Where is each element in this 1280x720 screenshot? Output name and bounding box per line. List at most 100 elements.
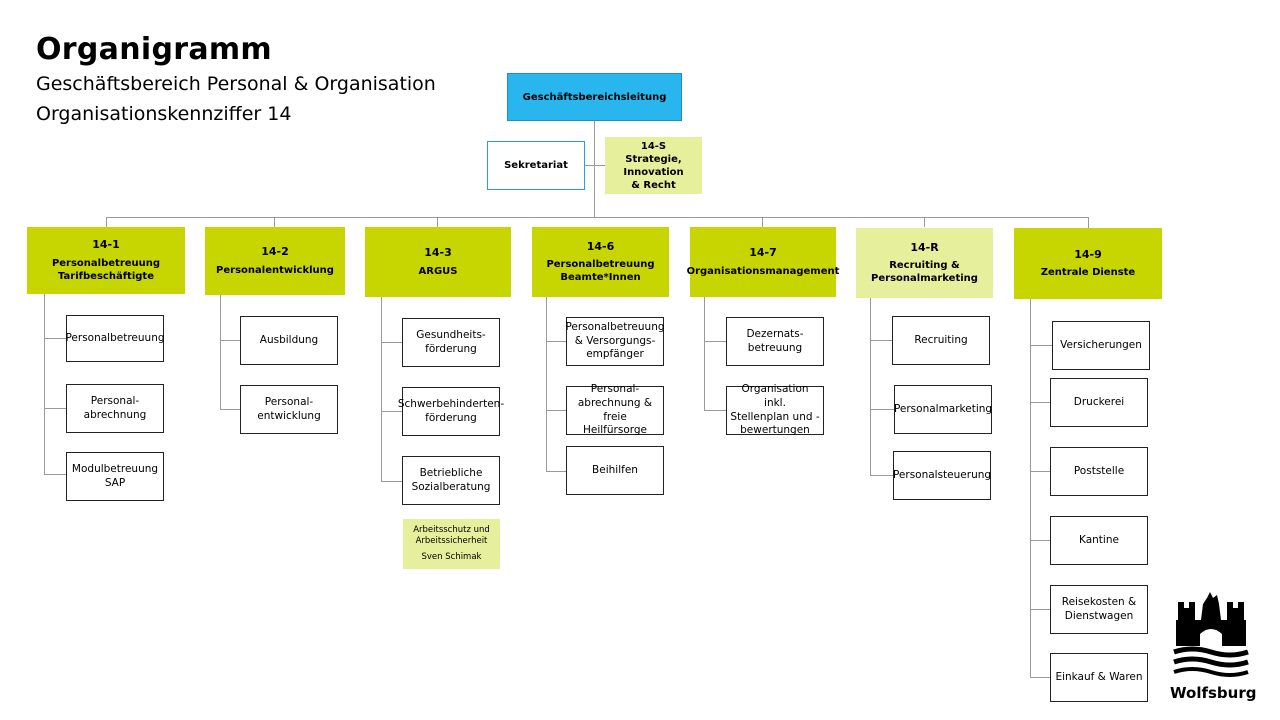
department-code: 14-1 xyxy=(92,238,120,252)
department-box-14-7: 14-7 Organisationsmanagement xyxy=(687,227,839,297)
connector-unit-tick xyxy=(381,411,402,412)
department-label: Personalentwicklung xyxy=(216,264,334,276)
note-label: Arbeitsschutz und xyxy=(413,525,490,536)
unit-box: Personalbetreuung & Versorgungs- empfäng… xyxy=(565,317,665,366)
connector-unit-spine xyxy=(44,294,45,474)
department-label: Beamte*Innen xyxy=(560,272,641,284)
unit-label: Gesundheits- xyxy=(416,328,486,341)
unit-label: Einkauf & Waren xyxy=(1055,670,1143,683)
unit-label: Personal- xyxy=(264,395,314,408)
connector-unit-tick xyxy=(1030,540,1050,541)
wolfsburg-logo: Wolfsburg xyxy=(1170,590,1257,702)
connector-unit-tick xyxy=(704,341,726,342)
unit-label: Sozialberatung xyxy=(411,480,491,493)
connector-unit-spine xyxy=(381,297,382,481)
unit-label: entwicklung xyxy=(257,409,321,422)
staff-label: Strategie, Innovation xyxy=(623,153,684,178)
connector-unit-tick xyxy=(1030,471,1050,472)
unit-label: Reisekosten & xyxy=(1061,595,1137,608)
connector-department-bus xyxy=(106,217,1089,218)
unit-box: Personalmarketing xyxy=(894,385,992,434)
unit-box: Druckerei xyxy=(1050,378,1148,427)
unit-box: Recruiting xyxy=(892,316,990,365)
connector-unit-tick xyxy=(870,409,894,410)
connector-dept-drop xyxy=(106,217,107,227)
unit-label: Heilfürsorge xyxy=(582,424,647,437)
department-box-14-R: 14-R Recruiting & Personalmarketing xyxy=(856,228,993,298)
unit-box: Personalsteuerung xyxy=(893,451,991,500)
logo-wordmark: Wolfsburg xyxy=(1170,684,1257,702)
secretariat-label: Sekretariat xyxy=(504,160,568,171)
department-label: ARGUS xyxy=(418,265,458,277)
unit-label: Stellenplan und - xyxy=(730,410,820,423)
department-code: 14-3 xyxy=(424,246,452,260)
department-label: Zentrale Dienste xyxy=(1040,267,1136,279)
unit-box: Personal- entwicklung xyxy=(240,385,338,434)
connector-lead-trunk xyxy=(594,121,595,218)
unit-label: Personalbetreuung xyxy=(65,331,165,344)
connector-unit-tick xyxy=(381,342,402,343)
connector-dept-drop xyxy=(1088,217,1089,228)
connector-unit-spine xyxy=(870,298,871,475)
unit-box: Organisation inkl. Stellenplan und - bew… xyxy=(726,383,824,436)
note-box: Arbeitsschutz und Arbeitssicherheit Sven… xyxy=(403,519,500,569)
department-box-14-9: 14-9 Zentrale Dienste xyxy=(1014,228,1162,299)
connector-unit-spine xyxy=(220,295,221,409)
department-label: Tarifbeschäftigte xyxy=(58,270,154,282)
connector-dept-drop xyxy=(924,217,925,227)
connector-unit-tick xyxy=(870,475,893,476)
department-code: 14-9 xyxy=(1074,247,1102,261)
connector-unit-tick xyxy=(381,481,402,482)
unit-label: abrechnung & freie xyxy=(577,396,653,423)
connector-unit-tick xyxy=(1030,345,1052,346)
department-label: Personalmarketing xyxy=(871,273,978,285)
connector-unit-tick xyxy=(546,471,566,472)
department-label: Personalbetreuung xyxy=(51,257,161,269)
unit-label: Personalbetreuung xyxy=(565,321,665,334)
unit-label: Dienstwagen xyxy=(1064,609,1134,622)
note-label: Sven Schimak xyxy=(421,551,482,562)
department-code: 14-6 xyxy=(586,239,615,253)
page-title: Organigramm xyxy=(36,32,272,67)
unit-box: Ausbildung xyxy=(240,316,338,365)
connector-unit-tick xyxy=(220,340,240,341)
connector-unit-tick xyxy=(1030,677,1050,678)
department-label: Organisationsmanagement xyxy=(686,265,840,277)
connector-unit-tick xyxy=(220,409,240,410)
connector-unit-tick xyxy=(704,410,726,411)
department-label: Recruiting & xyxy=(889,260,960,272)
department-box-14-6: 14-6 Personalbetreuung Beamte*Innen xyxy=(532,227,669,297)
unit-label: Schwerbehinderten- xyxy=(397,397,505,410)
unit-label: förderung xyxy=(425,342,477,355)
connector-staff xyxy=(585,165,605,166)
connector-unit-tick xyxy=(44,338,66,339)
staff-code: 14-S xyxy=(640,140,667,152)
department-box-14-2: 14-2 Personalentwicklung xyxy=(205,227,345,295)
secretariat-box: Sekretariat xyxy=(487,141,585,190)
connector-dept-drop xyxy=(274,217,275,227)
unit-box: Gesundheits- förderung xyxy=(402,318,500,367)
unit-label: Organisation inkl. xyxy=(741,383,809,409)
connector-dept-drop xyxy=(437,217,438,227)
unit-box: Modulbetreuung SAP xyxy=(66,452,164,501)
unit-label: Dezernats- xyxy=(746,327,804,340)
unit-box: Personal- abrechnung & freie Heilfürsorg… xyxy=(566,383,664,437)
unit-label: Personal- xyxy=(590,383,640,396)
unit-label: Versicherungen xyxy=(1060,338,1142,351)
unit-label: Ausbildung xyxy=(259,333,319,346)
unit-label: Kantine xyxy=(1079,533,1119,546)
unit-label: Personalsteuerung xyxy=(892,468,992,481)
unit-box: Versicherungen xyxy=(1052,321,1150,370)
unit-label: Recruiting xyxy=(914,333,968,346)
unit-box: Beihilfen xyxy=(566,446,664,495)
staff-unit-box: 14-S Strategie, Innovation & Recht xyxy=(605,137,702,194)
connector-dept-drop xyxy=(762,217,763,227)
unit-box: Dezernats- betreuung xyxy=(726,317,824,366)
page-subtitle-business-unit: Geschäftsbereich Personal & Organisation xyxy=(36,73,436,95)
connector-unit-tick xyxy=(1030,609,1050,610)
lead-box: Geschäftsbereichsleitung xyxy=(507,73,682,121)
department-box-14-3: 14-3 ARGUS xyxy=(365,227,511,297)
connector-unit-tick xyxy=(546,410,566,411)
connector-unit-spine xyxy=(1030,299,1031,677)
connector-unit-tick xyxy=(870,340,892,341)
